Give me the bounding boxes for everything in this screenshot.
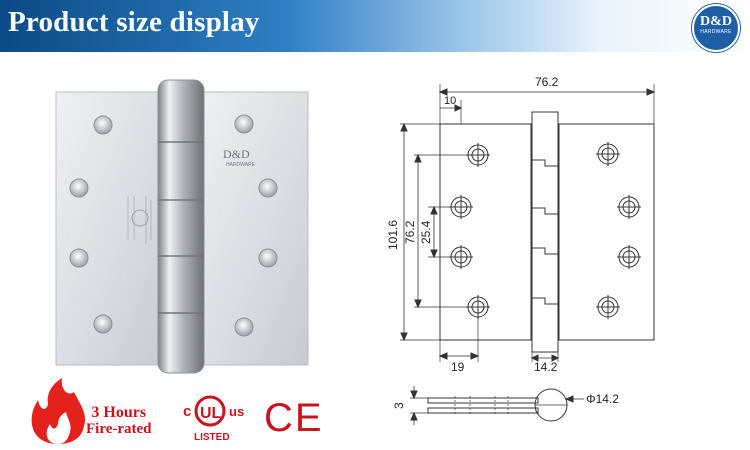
hinge-brand-stamp: D&D xyxy=(223,147,250,161)
label-hole-span: 76.2 xyxy=(403,220,417,244)
fire-rating-hours: 3 Hours xyxy=(91,404,147,421)
drawing-screw-hole xyxy=(596,295,620,319)
brand-logo: D&D HARDWARE xyxy=(692,4,740,52)
label-hole-inset: 19 xyxy=(451,360,465,374)
drawing-right-leaf xyxy=(558,123,655,341)
label-knuckle-diameter: Φ14.2 xyxy=(586,392,619,406)
page-title: Product size display xyxy=(8,6,260,38)
drawing-screw-hole xyxy=(449,195,473,219)
hinge-screw-hole xyxy=(69,248,89,268)
label-edge-offset: 10 xyxy=(444,95,456,107)
ul-listed-label: LISTED xyxy=(194,432,230,443)
drawing-knuckle xyxy=(531,111,559,353)
logo-main-text: D&D xyxy=(700,14,732,29)
fire-rating-label: Fire-rated xyxy=(86,421,152,437)
dim-knuckle-width xyxy=(530,352,560,362)
ul-listed-mark: UL xyxy=(194,395,226,427)
label-knuckle-width: 14.2 xyxy=(534,360,558,374)
hinge-screw-hole xyxy=(234,317,254,337)
drawing-screw-hole xyxy=(466,143,490,167)
technical-drawing xyxy=(400,84,656,362)
hinge-screw-hole xyxy=(93,314,113,334)
label-hole-pitch: 25.4 xyxy=(419,220,433,244)
hinge-screw-hole xyxy=(258,248,278,268)
logo-sub-text: HARDWARE xyxy=(700,29,732,35)
dim-hole-span xyxy=(414,153,468,309)
drawing-left-leaf xyxy=(439,123,532,341)
label-height-overall: 101.6 xyxy=(386,220,400,250)
hinge-ul-stamp xyxy=(127,196,152,244)
drawing-screw-hole xyxy=(617,245,641,269)
drawing-screw-hole xyxy=(466,295,490,319)
drawing-screw-hole xyxy=(596,142,620,166)
side-view-drawing xyxy=(410,386,584,425)
dim-hole-inset xyxy=(438,318,480,362)
hinge-screw-hole xyxy=(69,178,89,198)
drawing-screw-hole xyxy=(617,195,641,219)
ul-c-label: c xyxy=(183,403,191,420)
hinge-screw-hole xyxy=(234,114,254,134)
hinge-brand-stamp-sub: HARDWARE xyxy=(226,162,256,168)
hinge-photo: D&D HARDWARE xyxy=(55,79,309,374)
svg-text:UL: UL xyxy=(200,405,222,422)
hinge-right-leaf xyxy=(197,91,309,366)
dim-overall-width xyxy=(438,88,656,96)
ul-us-label: us xyxy=(229,404,244,419)
hinge-screw-hole xyxy=(93,115,113,135)
drawing-screw-hole xyxy=(449,245,473,269)
label-width-overall: 76.2 xyxy=(535,75,559,89)
flame-icon xyxy=(31,378,86,444)
dim-hole-pitch xyxy=(428,205,451,259)
dim-edge-offset xyxy=(440,104,463,112)
hinge-screw-hole xyxy=(258,178,278,198)
hinge-knuckle xyxy=(157,79,205,374)
fire-rating-text: 3 Hours Fire-rated xyxy=(86,404,152,438)
label-leaf-thickness: 3 xyxy=(392,402,406,409)
ce-mark: CE xyxy=(264,396,324,440)
dim-overall-height xyxy=(400,122,440,342)
header-banner: Product size display D&D HARDWARE xyxy=(0,0,750,52)
